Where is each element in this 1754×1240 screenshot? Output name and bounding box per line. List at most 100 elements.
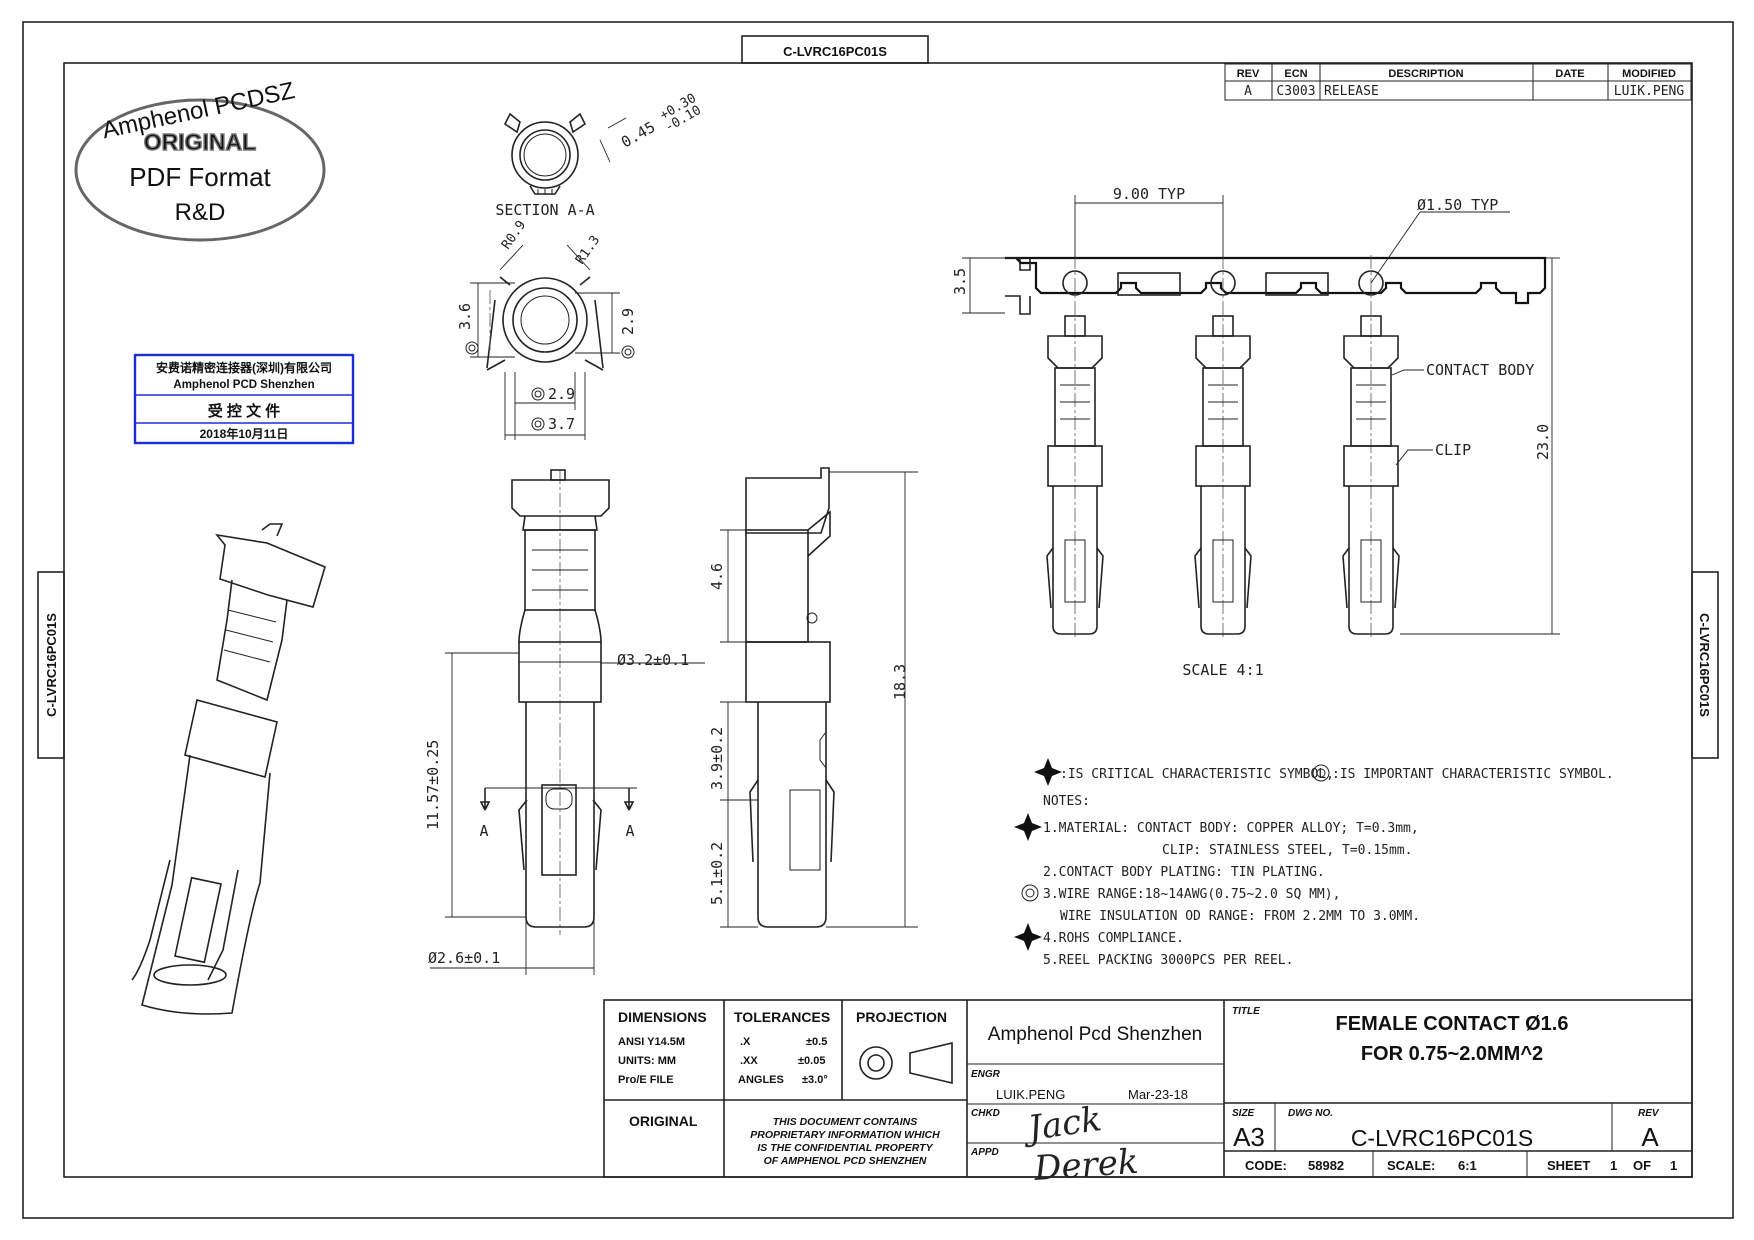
tb-sheet-label: SHEET xyxy=(1547,1158,1590,1173)
strip-contact-3 xyxy=(1342,315,1400,635)
dim-dia-1-50: Ø1.50 TYP xyxy=(1417,196,1498,214)
note-3a: 3.WIRE RANGE:18~14AWG(0.75~2.0 SQ MM), xyxy=(1043,887,1340,902)
section-mark-left: A xyxy=(479,822,488,840)
tb-title-line1: FEMALE CONTACT Ø1.6 xyxy=(1336,1013,1569,1035)
scale-label: SCALE 4:1 xyxy=(1182,661,1263,679)
tb-rev-label: REV xyxy=(1638,1108,1660,1119)
section-mark-right: A xyxy=(625,822,634,840)
left-dwg-number: C-LVRC16PC01S xyxy=(44,613,59,717)
radius-right: R1.3 xyxy=(573,233,603,267)
tb-dwg-label: DWG NO. xyxy=(1288,1108,1333,1119)
notes-block: :IS CRITICAL CHARACTERISTIC SYMBOL, :IS … xyxy=(1014,758,1614,968)
right-dwg-tab xyxy=(1691,571,1719,759)
tb-dwg-number: C-LVRC16PC01S xyxy=(1351,1125,1533,1151)
tb-engr-date: Mar-23-18 xyxy=(1128,1087,1188,1102)
stamp-line2: ORIGINAL xyxy=(144,129,256,155)
tb-tolerances-head: TOLERANCES xyxy=(734,1009,830,1025)
rev-head-modified: MODIFIED xyxy=(1622,68,1676,80)
tb-prop3: IS THE CONFIDENTIAL PROPERTY xyxy=(757,1142,933,1154)
section-label: SECTION A-A xyxy=(495,201,594,219)
tb-appd-label: APPD xyxy=(970,1147,999,1158)
tb-size-label: SIZE xyxy=(1232,1108,1255,1119)
tb-sig-chkd: Jack xyxy=(1020,1099,1104,1150)
tb-original: ORIGINAL xyxy=(629,1113,698,1129)
critical-symbol-icon xyxy=(1014,923,1042,951)
section-a-a-view: 0.45 +0.30 -0.10 SECTION A-A xyxy=(495,91,704,219)
tb-chkd-label: CHKD xyxy=(971,1108,1000,1119)
rev-head-ecn: ECN xyxy=(1284,68,1307,80)
control-company-en: Amphenol PCD Shenzhen xyxy=(173,379,314,391)
dim-3-9: 3.9±0.2 xyxy=(708,727,726,790)
note-1b: CLIP: STAINLESS STEEL, T=0.15mm. xyxy=(1162,843,1412,858)
rev-head-date: DATE xyxy=(1555,68,1584,80)
tb-code-label: CODE: xyxy=(1245,1158,1287,1173)
legend-important: :IS IMPORTANT CHARACTERISTIC SYMBOL. xyxy=(1332,767,1614,782)
title-block: DIMENSIONS ANSI Y14.5M UNITS: MM Pro/E F… xyxy=(603,999,1693,1189)
top-dwg-number: C-LVRC16PC01S xyxy=(783,44,887,59)
tb-of-label: OF xyxy=(1633,1158,1651,1173)
tb-engr-name: LUIK.PENG xyxy=(996,1087,1065,1102)
dim-2-9-bottom: 2.9 xyxy=(548,385,575,403)
end-view: R0.9 R1.3 3.6 2.9 2.9 3.7 xyxy=(456,218,637,440)
notes-heading: NOTES: xyxy=(1043,794,1090,809)
tb-tol-ang-val: ±3.0° xyxy=(802,1074,828,1086)
tb-dim-line2: UNITS: MM xyxy=(618,1055,676,1067)
note-1a: 1.MATERIAL: CONTACT BODY: COPPER ALLOY; … xyxy=(1043,821,1419,836)
note-5: 5.REEL PACKING 3000PCS PER REEL. xyxy=(1043,953,1293,968)
tb-prop4: OF AMPHENOL PCD SHENZHEN xyxy=(764,1155,927,1167)
third-angle-projection-icon xyxy=(859,1041,953,1085)
tb-rev-value: A xyxy=(1641,1122,1659,1152)
dim-11-57: 11.57±0.25 xyxy=(424,740,442,830)
right-dwg-number: C-LVRC16PC01S xyxy=(1697,613,1712,717)
radius-left: R0.9 xyxy=(499,218,529,252)
tb-sig-appd: Derek xyxy=(1032,1142,1140,1189)
reel-strip-view: 9.00 TYP Ø1.50 TYP 3.5 23.0 CONTACT BODY… xyxy=(951,185,1560,679)
tb-dim-line1: ANSI Y14.5M xyxy=(618,1036,685,1048)
label-contact-body: CONTACT BODY xyxy=(1426,361,1534,379)
front-view: A A Ø3.2±0.1 11.57±0.25 Ø2.6±0.1 xyxy=(424,469,705,975)
stamp-line4: R&D xyxy=(175,199,226,226)
tb-projection-head: PROJECTION xyxy=(856,1009,947,1025)
dim-3-7: 3.7 xyxy=(548,415,575,433)
rev-row-rev: A xyxy=(1244,84,1252,99)
rev-head-desc: DESCRIPTION xyxy=(1388,68,1463,80)
tb-title-label: TITLE xyxy=(1232,1006,1260,1017)
dim-3-5: 3.5 xyxy=(951,268,969,295)
control-stamp: 安费诺精密连接器(深圳)有限公司 Amphenol PCD Shenzhen 受… xyxy=(133,353,355,445)
outer-border xyxy=(22,21,1734,1219)
dim-dia-2-6: Ø2.6±0.1 xyxy=(428,949,500,967)
critical-symbol-icon xyxy=(1034,758,1062,786)
tb-title-line2: FOR 0.75~2.0MM^2 xyxy=(1361,1043,1543,1065)
stamp-line3: PDF Format xyxy=(129,162,271,192)
strip-contact-1 xyxy=(1046,315,1104,635)
control-label: 受 控 文 件 xyxy=(208,402,281,420)
tb-prop1: THIS DOCUMENT CONTAINS xyxy=(773,1116,917,1128)
label-clip: CLIP xyxy=(1435,441,1471,459)
dim-5-1: 5.1±0.2 xyxy=(708,842,726,905)
dim-9-00: 9.00 TYP xyxy=(1113,185,1185,203)
tb-code-value: 58982 xyxy=(1308,1158,1344,1173)
control-company-cn: 安费诺精密连接器(深圳)有限公司 xyxy=(156,360,332,375)
isometric-view xyxy=(131,523,326,1015)
dim-4-6: 4.6 xyxy=(708,563,726,590)
rev-row-desc: RELEASE xyxy=(1324,84,1379,99)
tb-dimensions-head: DIMENSIONS xyxy=(618,1009,707,1025)
revision-table: REV ECN DESCRIPTION DATE MODIFIED A C300… xyxy=(1224,63,1692,101)
tb-tol-xx: .XX xyxy=(740,1055,758,1067)
note-2: 2.CONTACT BODY PLATING: TIN PLATING. xyxy=(1043,865,1325,880)
strip-contact-2 xyxy=(1194,315,1252,635)
dim-dia-3-2: Ø3.2±0.1 xyxy=(617,651,689,669)
note-4: 4.ROHS COMPLIANCE. xyxy=(1043,931,1184,946)
rev-head-rev: REV xyxy=(1237,68,1260,80)
tb-tol-x: .X xyxy=(740,1036,751,1048)
top-dwg-tab xyxy=(741,35,929,64)
dim-3-6: 3.6 xyxy=(456,303,474,330)
tb-scale-label: SCALE: xyxy=(1387,1158,1435,1173)
dim-2-9-side: 2.9 xyxy=(619,308,637,335)
tb-scale-value: 6:1 xyxy=(1458,1158,1477,1173)
tb-tol-x-val: ±0.5 xyxy=(806,1036,827,1048)
left-dwg-tab xyxy=(37,571,65,759)
tb-sheet-value: 1 xyxy=(1610,1158,1617,1173)
section-dim: 0.45 xyxy=(618,118,658,152)
